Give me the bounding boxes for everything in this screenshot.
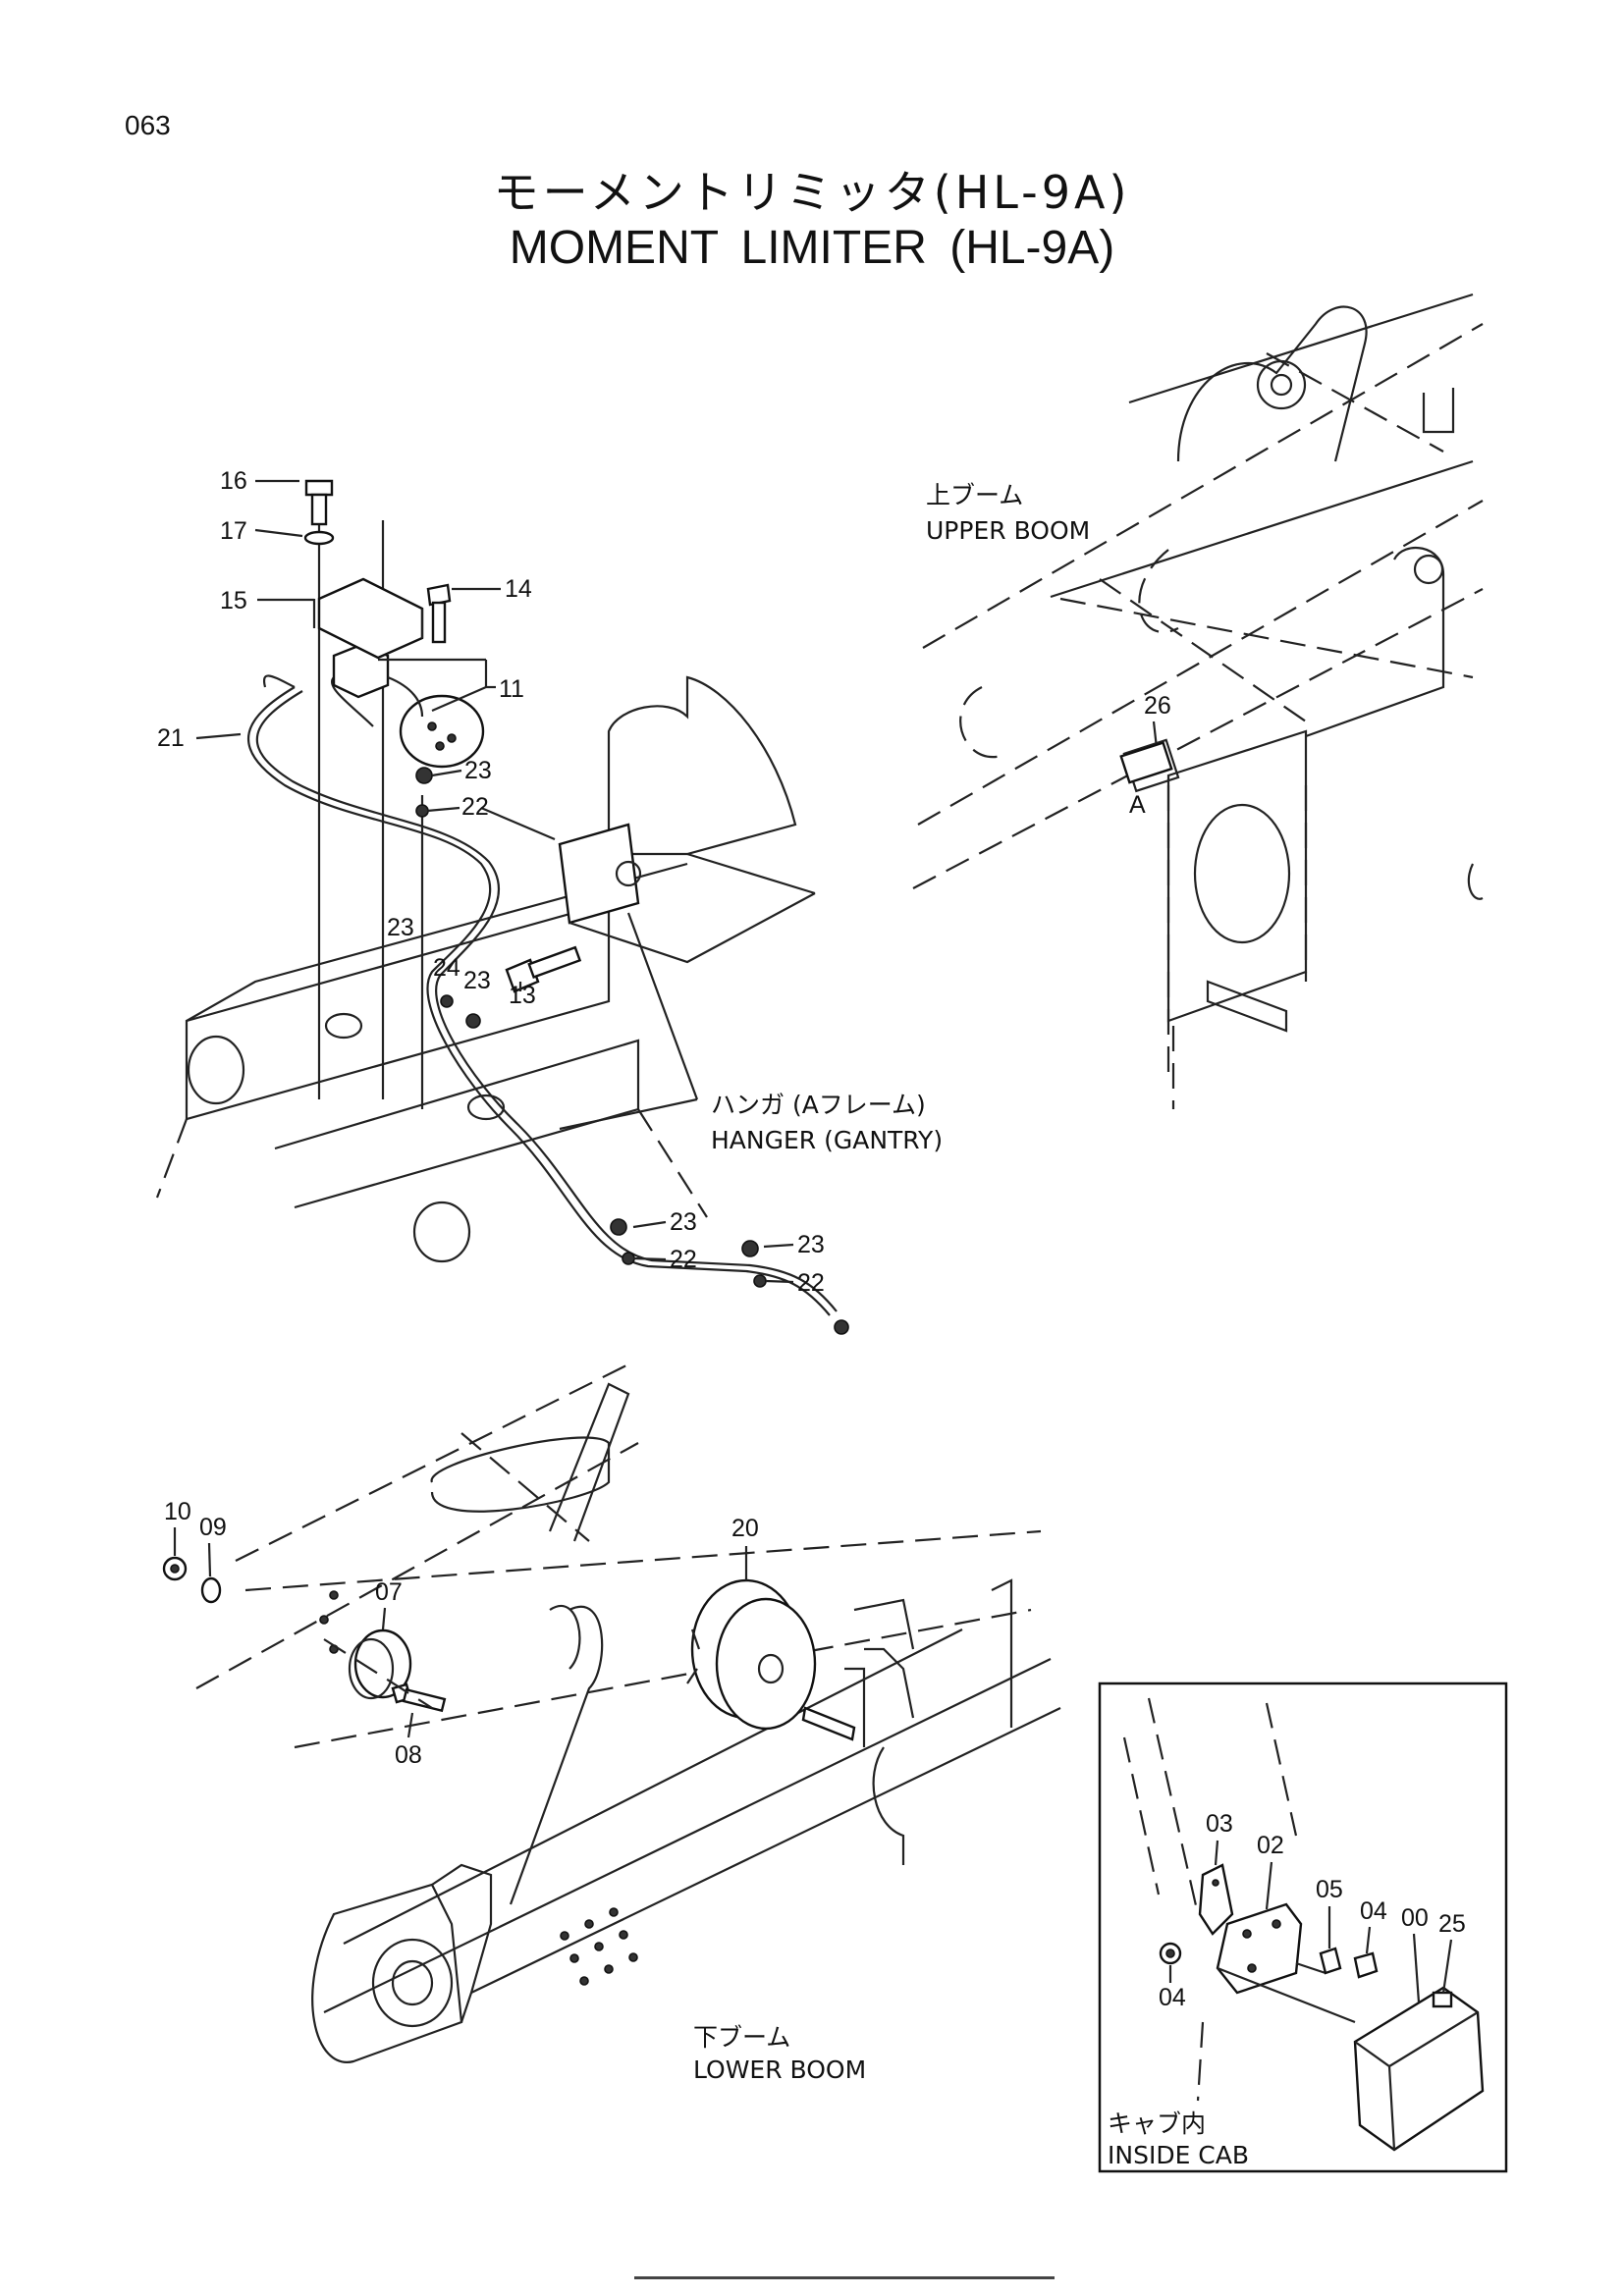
callout-22-b: 22 xyxy=(670,1246,697,1273)
callout-07: 07 xyxy=(375,1578,403,1606)
hanger-illustration xyxy=(155,479,849,1335)
lower-boom-label-en: LOWER BOOM xyxy=(693,2056,866,2084)
callout-17: 17 xyxy=(220,517,247,545)
page-title-english: MOMENT LIMITER (HL-9A) xyxy=(509,222,1115,274)
upper-boom-label-en: UPPER BOOM xyxy=(926,516,1090,545)
callout-08: 08 xyxy=(395,1741,422,1769)
callout-10: 10 xyxy=(164,1498,191,1525)
hanger-label-jp: ハンガ (Aフレーム) xyxy=(711,1091,926,1119)
lower-boom-label-jp: 下ブーム xyxy=(693,2023,790,2052)
callout-22-a: 22 xyxy=(461,793,489,821)
inside-cab-illustration xyxy=(1122,1697,1485,2152)
callout-03: 03 xyxy=(1206,1810,1233,1838)
lower-boom-illustration xyxy=(162,1363,1061,2063)
footer-rule xyxy=(634,2276,1055,2279)
callout-04-b: 04 xyxy=(1159,1984,1186,2011)
callout-04-a: 04 xyxy=(1360,1897,1387,1925)
callout-23-c: 23 xyxy=(463,967,491,994)
callout-15: 15 xyxy=(220,587,247,614)
inside-cab-label-jp: キャブ内 xyxy=(1108,2109,1206,2138)
upper-boom-label-jp: 上ブーム xyxy=(926,481,1023,509)
callout-23-b: 23 xyxy=(387,914,414,941)
callout-13: 13 xyxy=(509,982,536,1009)
callout-26-letter: A xyxy=(1129,791,1146,819)
callout-11: 11 xyxy=(499,675,524,703)
callout-16: 16 xyxy=(220,467,247,495)
callout-26: 26 xyxy=(1144,692,1171,720)
callout-02: 02 xyxy=(1257,1832,1284,1859)
callout-23-a: 23 xyxy=(464,757,492,784)
upper-boom-illustration xyxy=(912,293,1484,1109)
page-number: 063 xyxy=(125,110,171,140)
callout-05: 05 xyxy=(1316,1876,1343,1903)
callout-20: 20 xyxy=(731,1515,759,1542)
inside-cab-label-en: INSIDE CAB xyxy=(1108,2141,1249,2169)
callout-24: 24 xyxy=(433,954,460,982)
callout-22-c: 22 xyxy=(797,1269,825,1297)
hanger-label-en: HANGER (GANTRY) xyxy=(711,1126,943,1154)
callout-23-e: 23 xyxy=(797,1231,825,1258)
page-title-japanese: モーメントリミッタ(HL-9A) xyxy=(493,166,1131,219)
callout-25: 25 xyxy=(1438,1910,1466,1938)
callout-14: 14 xyxy=(505,575,532,603)
callout-00: 00 xyxy=(1401,1904,1429,1932)
callout-09: 09 xyxy=(199,1514,227,1541)
label-plate-26 xyxy=(1119,741,1173,784)
callout-23-d: 23 xyxy=(670,1208,697,1236)
callout-21: 21 xyxy=(157,724,185,752)
inside-cab-inset-frame xyxy=(1098,1682,1508,2173)
